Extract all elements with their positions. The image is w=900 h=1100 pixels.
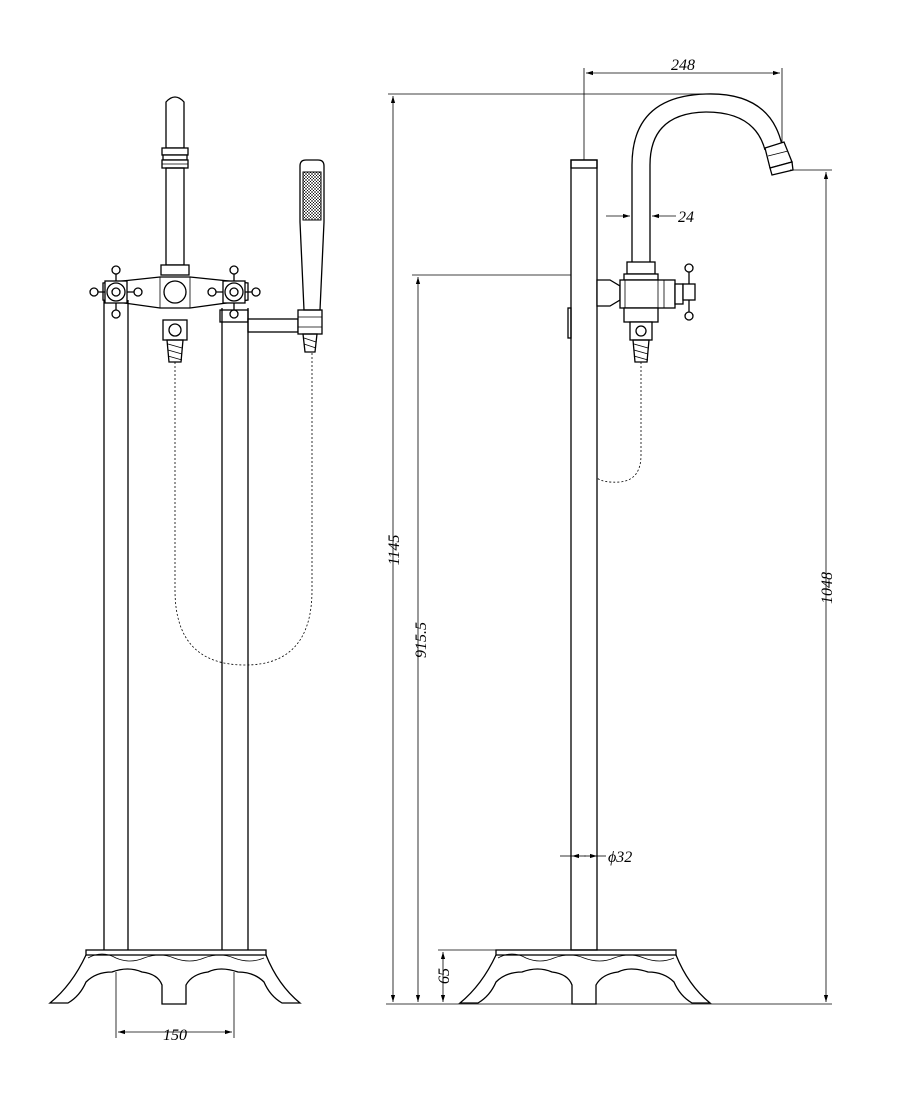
dimension-label-pipe-spacing: 150 [163, 1027, 187, 1044]
dimension-valve-height: 915.5 [412, 274, 571, 1002]
dimension-label-pipe-diameter: ϕ32 [608, 849, 632, 866]
front-shower-arm [219, 309, 323, 353]
front-left-cross-handle [89, 265, 143, 319]
front-view [48, 96, 325, 1005]
dimension-spout-diameter: 24 [606, 209, 694, 226]
dimension-label-base-height: 65 [436, 968, 453, 984]
dimension-total-height: 1145 [386, 93, 706, 1002]
front-hand-shower [299, 159, 325, 311]
side-valve-body [596, 261, 696, 323]
dimension-label-total-height: 1145 [386, 535, 403, 566]
front-hose-connector [162, 319, 188, 363]
front-riser-pipe [161, 96, 189, 266]
side-shower-hose [596, 362, 642, 483]
dimension-spout-outlet-height: 1048 [790, 169, 836, 1002]
side-view [458, 93, 794, 1005]
front-base [48, 949, 302, 1005]
dimension-pipe-diameter: ϕ32 [560, 849, 632, 866]
dimension-label-spout-reach: 248 [671, 57, 695, 74]
dimension-spout-reach: 248 [583, 57, 783, 160]
side-spout [631, 93, 794, 262]
dimension-base-height: 65 [436, 949, 496, 1002]
front-mixer-body [102, 264, 249, 309]
dimension-label-valve-height: 915.5 [413, 622, 430, 658]
dimension-label-spout-diameter: 24 [678, 209, 694, 226]
side-standpipe [567, 159, 598, 951]
side-hose-connector [629, 321, 653, 363]
side-base [458, 949, 712, 1005]
dimension-label-spout-outlet-height: 1048 [819, 572, 836, 604]
dimension-pipe-spacing: 150 [115, 972, 235, 1044]
front-floor-pipes [103, 300, 249, 950]
front-right-cross-handle [207, 265, 261, 319]
front-shower-hose [174, 352, 313, 666]
